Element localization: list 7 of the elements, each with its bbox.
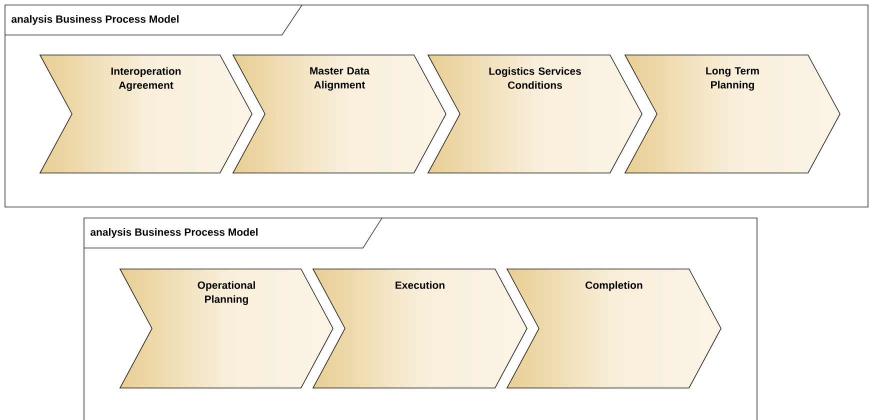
process-step: Logistics Services Conditions [427, 54, 642, 174]
process-step: Operational Planning [119, 268, 334, 388]
process-step: Execution [312, 268, 528, 388]
process-step: Completion [506, 268, 722, 388]
process-step: Interoperation Agreement [39, 54, 252, 174]
process-step: Master Data Alignment [232, 54, 446, 174]
process-step: Long Term Planning [624, 54, 840, 174]
